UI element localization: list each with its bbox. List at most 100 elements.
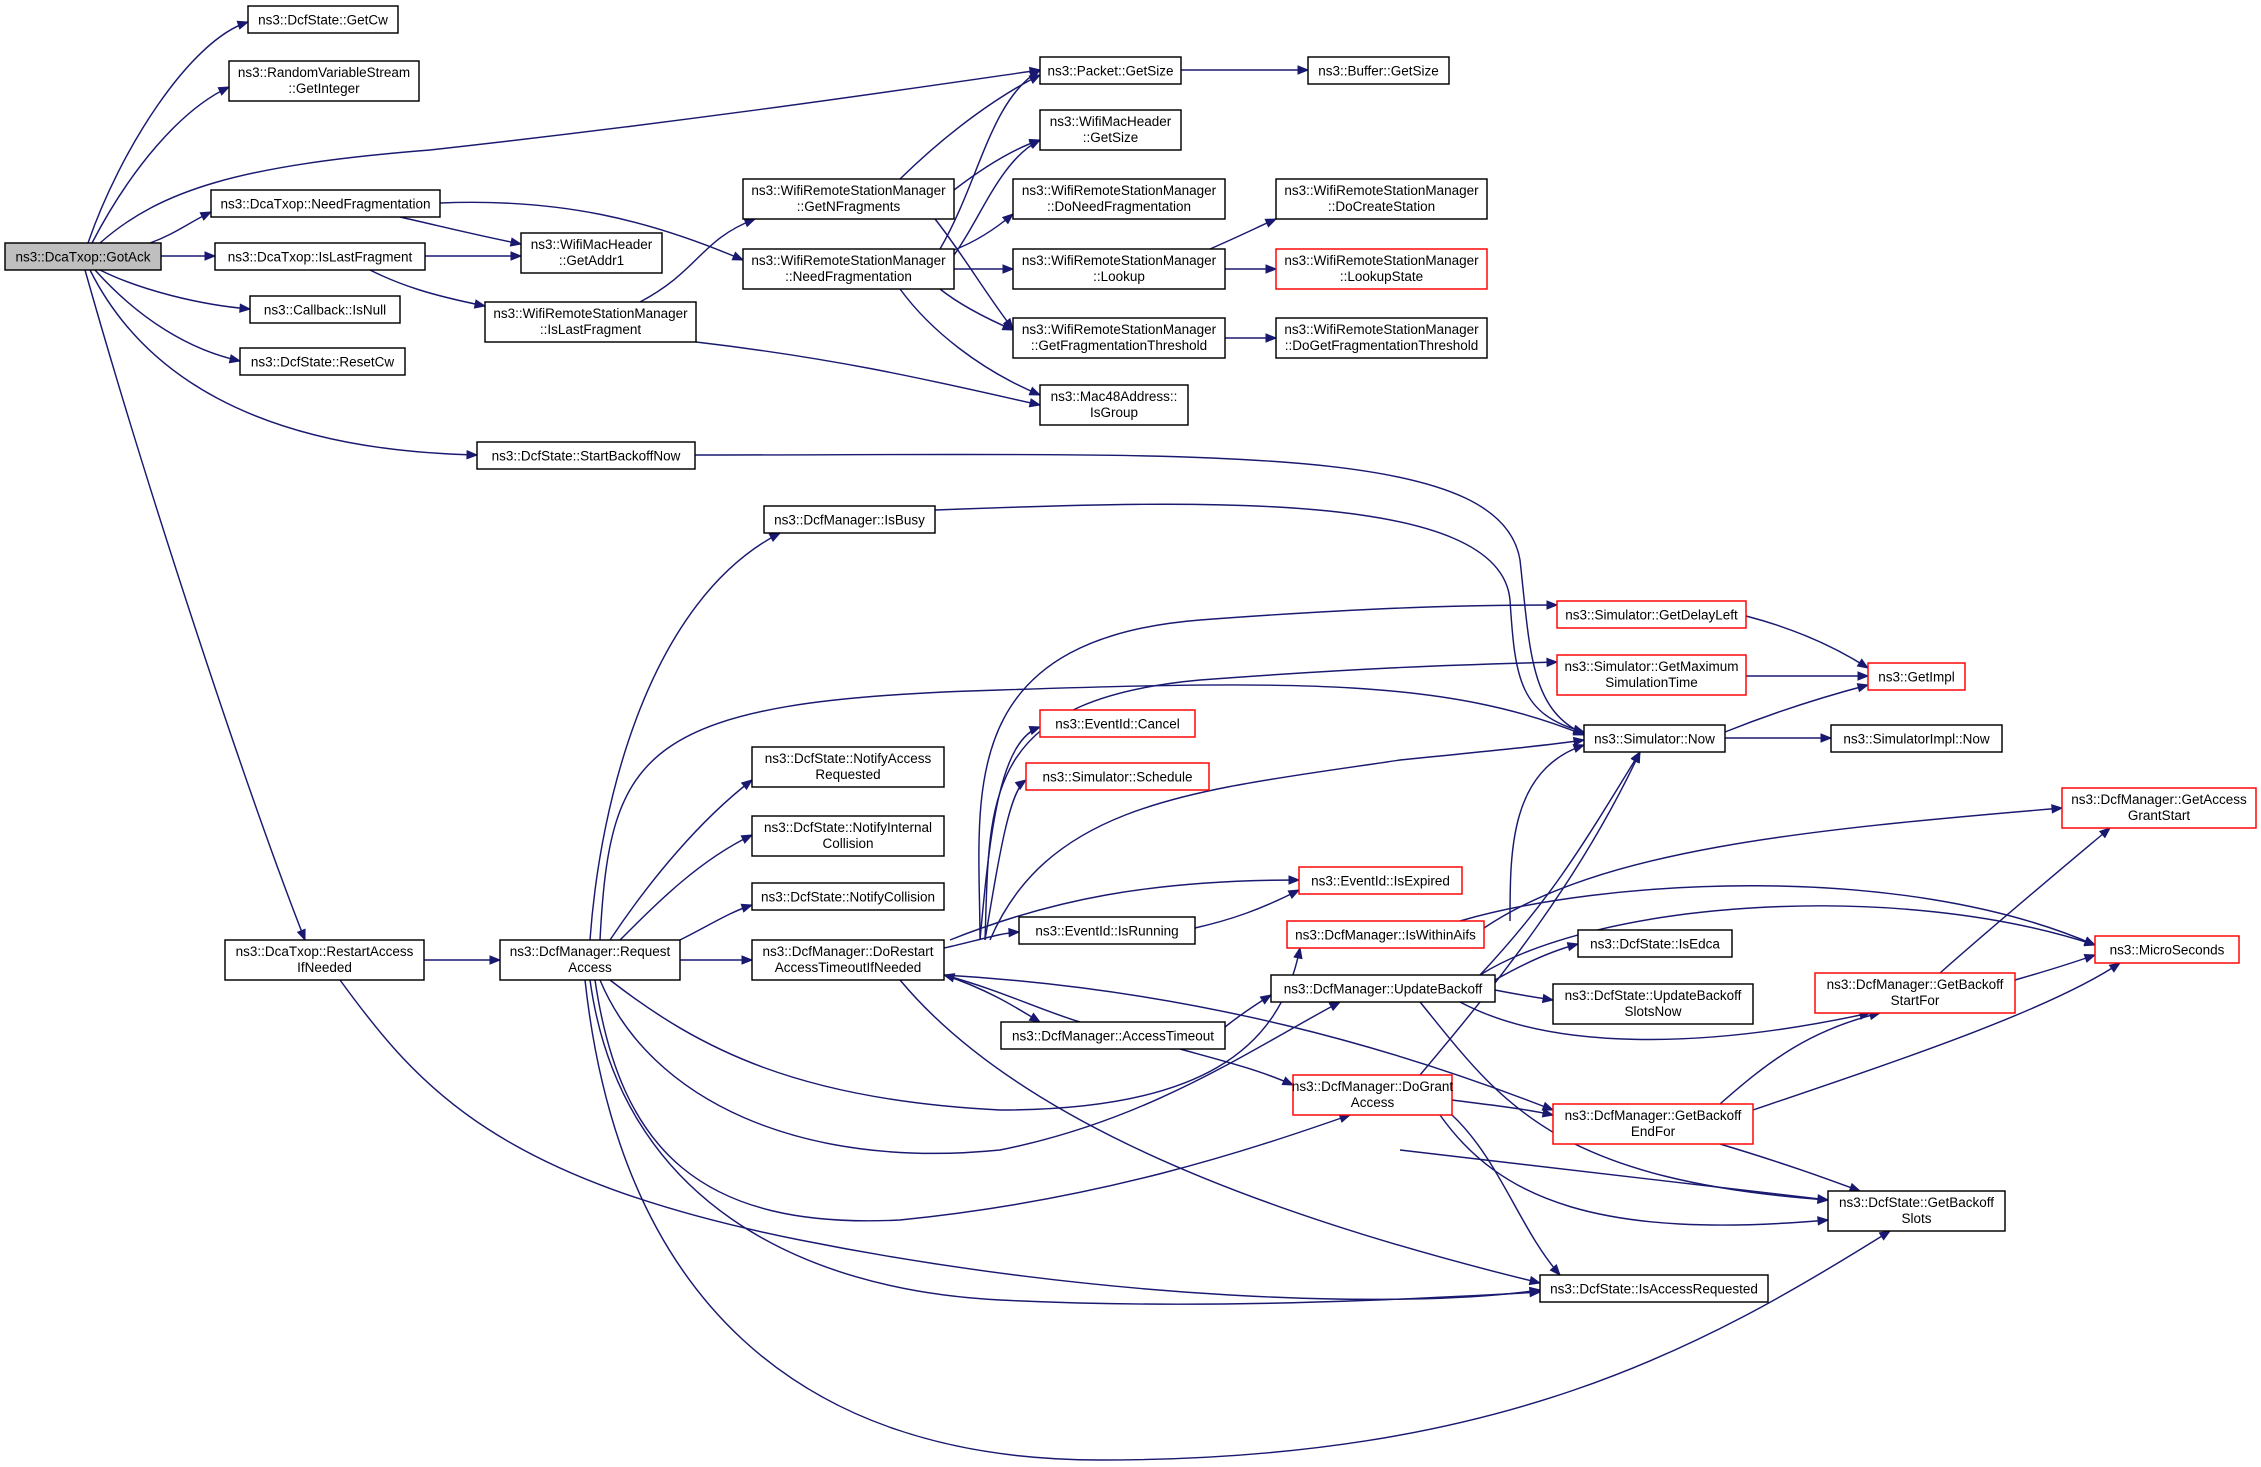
arrowhead bbox=[1028, 398, 1042, 408]
node-notifycollision[interactable]: ns3::DcfState::NotifyCollision bbox=[751, 882, 945, 911]
node-isaccessreq[interactable]: ns3::DcfState::IsAccessRequested bbox=[1539, 1274, 1769, 1303]
node-label: ns3::DcfState::GetCw bbox=[258, 13, 388, 28]
node-getcw[interactable]: ns3::DcfState::GetCw bbox=[247, 5, 399, 34]
node-lookup[interactable]: ns3::WifiRemoteStationManager::Lookup bbox=[1012, 248, 1226, 290]
node-label: ns3::WifiRemoteStationManager bbox=[1022, 183, 1217, 198]
node-box bbox=[1552, 1103, 1754, 1145]
edge-gotack-to-getcw bbox=[87, 20, 250, 244]
edge-now-to-getimpl bbox=[1724, 683, 1870, 733]
arrowhead bbox=[236, 20, 250, 30]
node-label: ns3::DcfState::StartBackoffNow bbox=[492, 449, 681, 464]
node-wrsm_needfrag[interactable]: ns3::WifiRemoteStationManager::NeedFragm… bbox=[742, 248, 955, 290]
arrowhead bbox=[768, 532, 782, 543]
node-isbusy[interactable]: ns3::DcfManager::IsBusy bbox=[763, 505, 936, 534]
node-box bbox=[1814, 972, 2016, 1014]
edge-gotack-to-startbackoffnow bbox=[89, 269, 479, 460]
node-dogetfragthresh[interactable]: ns3::WifiRemoteStationManager::DoGetFrag… bbox=[1275, 317, 1488, 359]
arrowhead bbox=[509, 237, 523, 247]
node-doneedfrag[interactable]: ns3::WifiRemoteStationManager::DoNeedFra… bbox=[1012, 178, 1226, 220]
node-getimpl[interactable]: ns3::GetImpl bbox=[1867, 662, 1966, 691]
edge-dogrant-to-getbackoffslots bbox=[1439, 1114, 1830, 1226]
arrowhead bbox=[1820, 733, 1833, 743]
node-buffer_getsize[interactable]: ns3::Buffer::GetSize bbox=[1307, 56, 1450, 85]
node-packet_getsize[interactable]: ns3::Packet::GetSize bbox=[1039, 56, 1182, 85]
node-getfragthresh[interactable]: ns3::WifiRemoteStationManager::GetFragme… bbox=[1012, 317, 1226, 359]
node-box bbox=[1039, 109, 1182, 151]
node-label: Slots bbox=[1901, 1211, 1931, 1226]
node-label: ns3::WifiRemoteStationManager bbox=[1022, 253, 1217, 268]
node-label: GrantStart bbox=[2128, 808, 2191, 823]
node-label: ns3::DcfManager::DoRestart bbox=[762, 944, 933, 959]
node-label: ::GetFragmentationThreshold bbox=[1031, 338, 1207, 353]
edge-islastfrag-to-wrsm_islastfrag bbox=[369, 269, 487, 309]
edge-requestaccess-to-notifyaccessreq bbox=[609, 779, 754, 941]
node-box bbox=[1039, 384, 1189, 426]
node-box bbox=[751, 746, 945, 788]
node-box bbox=[1867, 662, 1966, 691]
node-machdr_getsize[interactable]: ns3::WifiMacHeader::GetSize bbox=[1039, 109, 1182, 151]
node-box bbox=[1270, 974, 1496, 1003]
node-microseconds[interactable]: ns3::MicroSeconds bbox=[2094, 935, 2240, 964]
node-schedule[interactable]: ns3::Simulator::Schedule bbox=[1025, 762, 1210, 791]
node-getaddr1[interactable]: ns3::WifiMacHeader::GetAddr1 bbox=[520, 232, 663, 274]
edge-requestaccess-to-now bbox=[599, 684, 1586, 941]
node-docreatestation[interactable]: ns3::WifiRemoteStationManager::DoCreateS… bbox=[1275, 178, 1488, 220]
node-box bbox=[239, 347, 406, 376]
node-startbackoffnow[interactable]: ns3::DcfState::StartBackoffNow bbox=[476, 441, 696, 470]
edge-dorestart-to-accesstimeout bbox=[943, 974, 1042, 1023]
node-label: ns3::Mac48Address:: bbox=[1051, 389, 1178, 404]
node-box bbox=[742, 248, 955, 290]
node-iswithinaifs[interactable]: ns3::DcfManager::IsWithinAifs bbox=[1286, 920, 1485, 949]
node-isnull[interactable]: ns3::Callback::IsNull bbox=[249, 295, 401, 324]
arrowhead bbox=[199, 211, 213, 221]
node-updatebackoff[interactable]: ns3::DcfManager::UpdateBackoff bbox=[1270, 974, 1496, 1003]
node-isexpired[interactable]: ns3::EventId::IsExpired bbox=[1298, 866, 1463, 895]
node-label: ns3::GetImpl bbox=[1878, 670, 1955, 685]
arrowhead bbox=[1856, 658, 1870, 669]
node-label: ns3::DcfManager::GetAccess bbox=[2071, 792, 2247, 807]
node-label: ns3::DcfState::ResetCw bbox=[251, 355, 395, 370]
node-gotack[interactable]: ns3::DcaTxop::GotAck bbox=[4, 242, 162, 271]
node-simimpl_now[interactable]: ns3::SimulatorImpl::Now bbox=[1830, 724, 2003, 753]
node-resetcw[interactable]: ns3::DcfState::ResetCw bbox=[239, 347, 406, 376]
arrowhead bbox=[740, 779, 754, 791]
edge-now-to-simimpl_now bbox=[1725, 733, 1833, 743]
node-label: ns3::Simulator::GetMaximum bbox=[1564, 659, 1738, 674]
node-box bbox=[1012, 317, 1226, 359]
node-islastfrag[interactable]: ns3::DcaTxop::IsLastFragment bbox=[214, 242, 426, 271]
node-label: ::GetAddr1 bbox=[559, 253, 624, 268]
node-now[interactable]: ns3::Simulator::Now bbox=[1583, 724, 1726, 753]
node-lookupstate[interactable]: ns3::WifiRemoteStationManager::LookupSta… bbox=[1275, 248, 1488, 290]
node-cancel[interactable]: ns3::EventId::Cancel bbox=[1039, 709, 1196, 738]
node-wrsm_islastfrag[interactable]: ns3::WifiRemoteStationManager::IsLastFra… bbox=[484, 301, 697, 343]
node-getdelayleft[interactable]: ns3::Simulator::GetDelayLeft bbox=[1556, 600, 1747, 629]
edge-getbackoffstartfor-to-getaccessgrant bbox=[1939, 827, 2112, 974]
node-accesstimeout[interactable]: ns3::DcfManager::AccessTimeout bbox=[1000, 1021, 1226, 1050]
node-getinteger[interactable]: ns3::RandomVariableStream::GetInteger bbox=[228, 60, 420, 102]
node-isrunning[interactable]: ns3::EventId::IsRunning bbox=[1018, 916, 1196, 945]
node-isgroup[interactable]: ns3::Mac48Address::IsGroup bbox=[1039, 384, 1189, 426]
node-dorestart[interactable]: ns3::DcfManager::DoRestartAccessTimeoutI… bbox=[751, 939, 945, 981]
node-needfrag[interactable]: ns3::DcaTxop::NeedFragmentation bbox=[210, 189, 441, 218]
edge-gotack-to-needfrag bbox=[149, 211, 213, 244]
arrowhead bbox=[1549, 1263, 1561, 1277]
node-label: ns3::DcfState::GetBackoff bbox=[1839, 1195, 1994, 1210]
arrowhead bbox=[1293, 946, 1303, 960]
node-box bbox=[1275, 178, 1488, 220]
node-isedca[interactable]: ns3::DcfState::IsEdca bbox=[1577, 929, 1733, 958]
node-getnfrag[interactable]: ns3::WifiRemoteStationManager::GetNFragm… bbox=[742, 178, 955, 220]
node-box bbox=[2061, 787, 2257, 829]
arrowhead bbox=[473, 299, 487, 309]
node-label: SlotsNow bbox=[1624, 1004, 1681, 1019]
